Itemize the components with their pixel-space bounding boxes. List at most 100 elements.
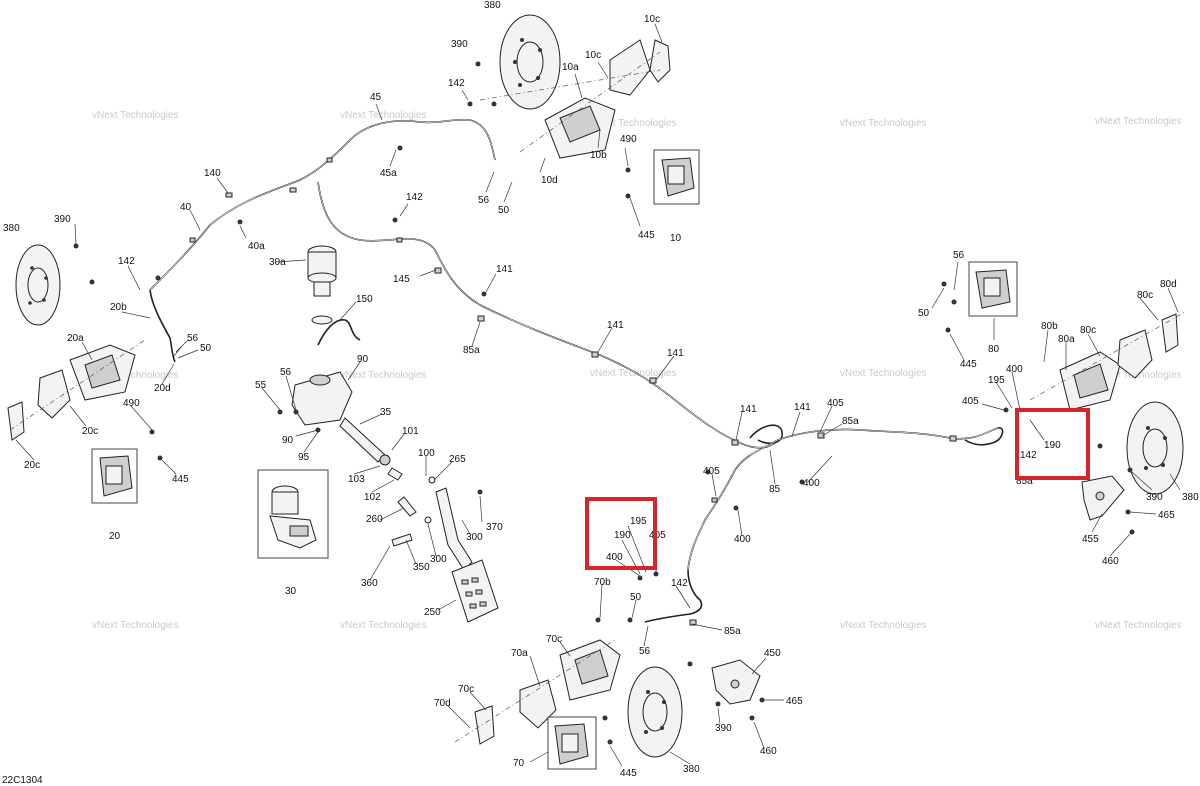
callout-label: 390 [715,723,732,734]
callout-labels: 380 10c 390 10c 10a 142 45 140 40 490 10… [3,0,1199,779]
callout-label: 50 [498,205,510,216]
callout-label: 141 [667,348,684,359]
callout-label: 390 [451,39,468,50]
callout-label: 45a [380,168,397,179]
callout-label: 10d [541,175,558,186]
callout-label: 141 [607,320,624,331]
brake-line-loop [749,424,783,445]
callout-label: 380 [683,764,700,775]
callout-label: 103 [348,474,365,485]
callout-label: 70b [594,577,611,588]
callout-label: 20b [110,302,127,313]
callout-label: 80 [988,344,1000,355]
master-cylinder-reservoir-30a [307,245,337,325]
callout-label: 460 [1102,556,1119,567]
brake-line-150 [317,319,361,346]
callout-label: 20c [24,460,40,471]
callout-label: 142 [118,256,135,267]
callout-label: 20 [109,531,121,542]
callout-label: 455 [1082,534,1099,545]
callout-label: 142 [671,578,688,589]
callout-label: 70 [513,758,525,769]
caliper-front-left-20 [7,339,146,441]
callout-label: 10c [644,14,660,25]
watermark: vNext Technologies [340,370,427,381]
callout-label: 460 [760,746,777,757]
callout-label: 400 [803,478,820,489]
callout-label: 450 [764,648,781,659]
callout-label: 370 [486,522,503,533]
callout-label: 56 [478,195,490,206]
callout-label: 90 [357,354,369,365]
callout-label: 400 [1006,364,1023,375]
callout-label: 405 [703,466,720,477]
callout-label: 195 [988,375,1005,386]
highlight-box-left [585,497,657,570]
callout-label: 265 [449,454,466,465]
callout-label: 30a [269,257,286,268]
watermark: vNext Technologies [92,620,179,631]
brake-disc-front-right [499,14,561,110]
callout-label: 490 [123,398,140,409]
caliper-rear-left-70 [454,639,621,745]
brake-line-rear-right [777,427,1004,446]
master-cylinder-body [291,371,403,481]
callout-label: 390 [1146,492,1163,503]
watermark: vNext Technologies [340,110,427,121]
callout-label: 250 [424,607,441,618]
callout-label: 56 [639,646,651,657]
callout-label: 10b [590,150,607,161]
callout-label: 70c [458,684,474,695]
callout-label: 70d [434,698,451,709]
callout-label: 35 [380,407,392,418]
callout-label: 445 [620,768,637,779]
callout-label: 445 [638,230,655,241]
callout-label: 490 [620,134,637,145]
watermark: vNext Technologies [1095,620,1182,631]
watermark: vNext Technologies [840,620,927,631]
callout-label: 141 [496,264,513,275]
callout-label: 85a [1016,476,1033,487]
callout-label: 50 [200,343,212,354]
bracket-450 [711,659,761,705]
callout-label: 145 [393,274,410,285]
callout-label: 300 [466,532,483,543]
watermark: vNext Technologies [1095,370,1182,381]
highlight-box-right [1015,408,1090,480]
callout-label: 50 [630,592,642,603]
callout-label: 80a [1058,334,1075,345]
caliper-box-20 [91,448,138,504]
callout-label: 70c [546,634,562,645]
callout-label: 80c [1080,325,1096,336]
callout-label: 142 [448,78,465,89]
callout-label: 20c [82,426,98,437]
callout-label: 85a [724,626,741,637]
callout-label: 40a [248,241,265,252]
watermark: vNext Technologies [840,368,927,379]
watermark: vNext Technologies [1095,116,1182,127]
callout-label: 380 [484,0,501,11]
brake-lines [149,118,1004,623]
callout-label: 405 [649,530,666,541]
callout-label: 30 [285,586,297,597]
brake-pedal-250 [391,476,499,623]
watermark: vNext Technologies [340,620,427,631]
caliper-front-right-10 [479,39,671,159]
callout-label: 55 [255,380,267,391]
callout-label: 56 [953,250,965,261]
callout-label: 85a [842,416,859,427]
watermark: vNext Technologies [590,368,677,379]
callout-label: 380 [1182,492,1199,503]
caliper-box-80 [968,261,1018,317]
callout-label: 20a [67,333,84,344]
callout-label: 10c [585,50,601,61]
master-cylinder-box-30 [257,469,329,559]
callout-label: 141 [740,404,757,415]
callout-label: 360 [361,578,378,589]
callout-label: 40 [180,202,192,213]
callout-label: 390 [54,214,71,225]
callout-label: 142 [1020,450,1037,461]
callout-label: 10a [562,62,579,73]
callout-label: 405 [827,398,844,409]
callout-label: 70a [511,648,528,659]
